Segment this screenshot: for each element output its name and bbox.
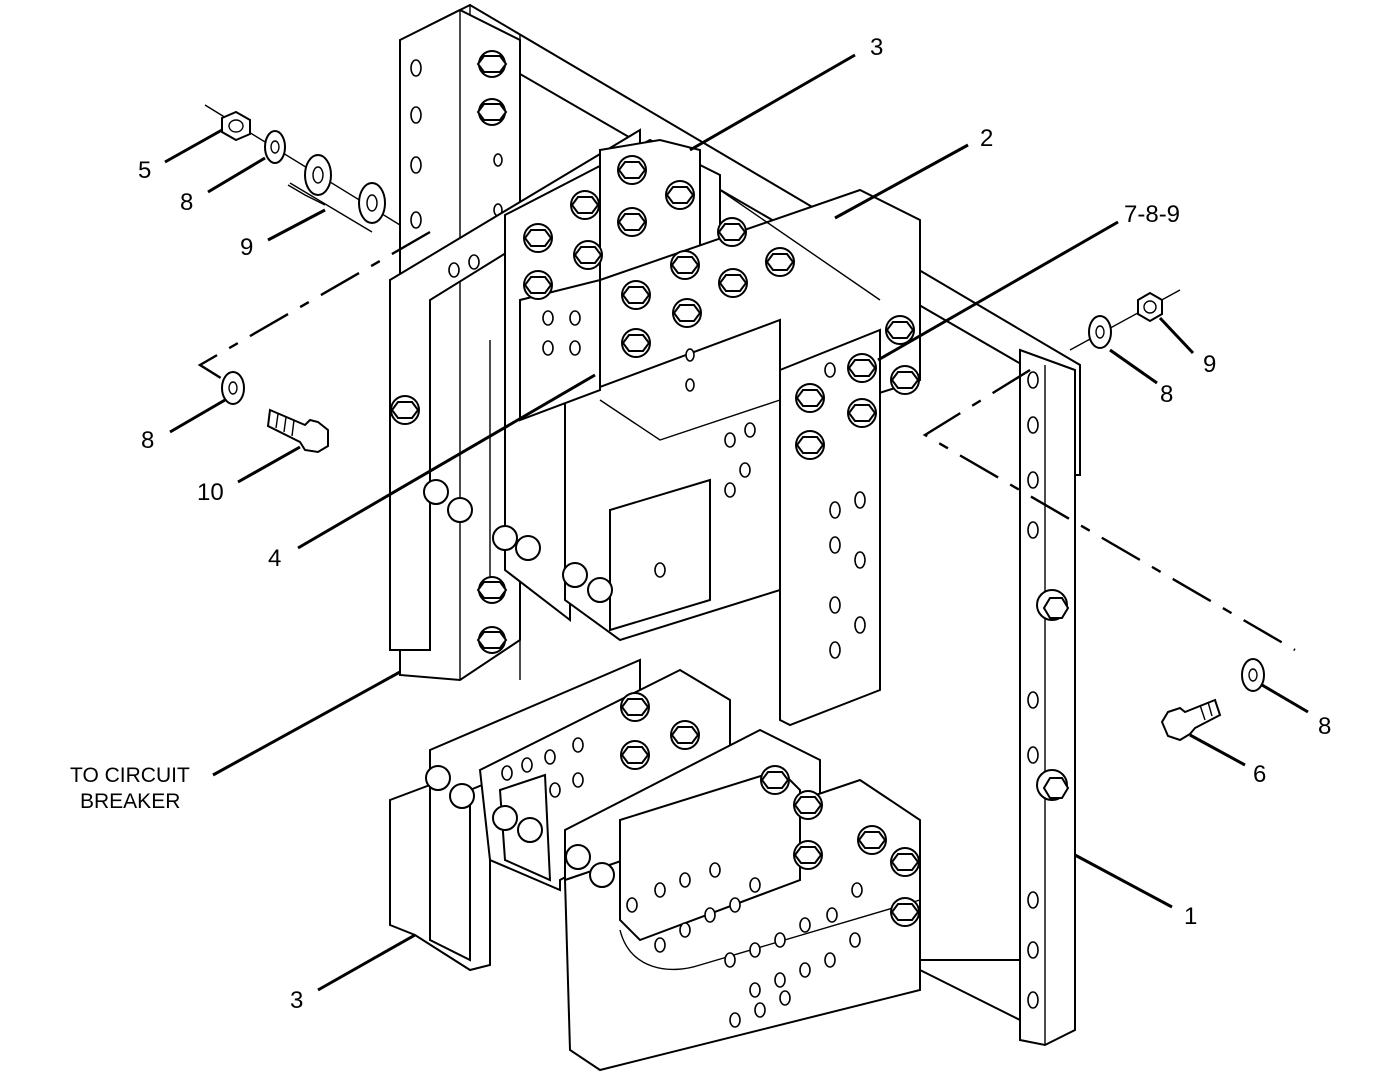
washer-9-b [358, 182, 386, 224]
hex-bolt [795, 383, 825, 413]
callout-7-8-9: 7-8-9 [1124, 201, 1180, 228]
hex-bolt [492, 525, 541, 561]
hex-bolt [562, 562, 613, 603]
callout-6: 6 [1253, 761, 1266, 788]
hex-bolt [765, 247, 795, 277]
callout-8-upper-left: 8 [180, 189, 193, 216]
lower-bracket-assembly [389, 658, 921, 1072]
hex-bolt [476, 50, 508, 78]
right-bar-bolt-lower [1036, 769, 1070, 801]
flat-washer-8-upper-right [1088, 315, 1112, 349]
hex-bolt [760, 765, 790, 795]
hex-bolt [847, 398, 877, 428]
hex-bolt-6 [1160, 698, 1222, 742]
flat-washer-8-mid-left [221, 371, 245, 405]
hex-bolt [793, 840, 823, 870]
hex-bolt [795, 430, 825, 460]
callout-8-upper-right: 8 [1160, 381, 1173, 408]
hex-bolt [476, 626, 508, 654]
callout-10: 10 [197, 479, 224, 506]
hex-bolt [390, 395, 420, 425]
right-vertical-bus-bar [1019, 348, 1076, 1047]
right-bar-bolt-upper [1036, 589, 1070, 621]
callout-9-right: 9 [1203, 351, 1216, 378]
upper-bolt-cluster [390, 50, 920, 654]
hex-bolt [621, 328, 651, 358]
hex-bolt [523, 223, 553, 253]
note-to-circuit-line1: TO CIRCUIT [70, 764, 190, 787]
hex-bolt [476, 576, 508, 604]
hex-nut-5 [221, 110, 251, 142]
callout-9-left: 9 [240, 234, 253, 261]
flat-washer-8-upper-left [264, 130, 286, 164]
hex-bolt [885, 315, 915, 345]
hex-bolt [573, 240, 603, 270]
hex-bolt [476, 98, 508, 126]
hex-bolt [620, 740, 650, 770]
hex-bolt [672, 298, 702, 328]
hex-bolt [423, 479, 473, 523]
callout-labels: 3 2 7-8-9 5 8 9 9 8 8 10 4 8 6 1 3 TO CI… [70, 34, 1331, 1014]
hex-bolt [620, 692, 650, 722]
hex-bolt [565, 844, 615, 888]
callout-3-top: 3 [870, 34, 883, 61]
hex-bolt [670, 250, 700, 280]
leader-lines [164, 53, 1309, 992]
hex-bolt [717, 217, 747, 247]
callout-8-lower-right: 8 [1318, 713, 1331, 740]
callout-3-bottom: 3 [290, 987, 303, 1014]
washer-9-a [304, 154, 332, 196]
callout-5: 5 [138, 157, 151, 184]
hex-bolt [617, 207, 647, 237]
callout-4: 4 [268, 545, 281, 572]
hex-bolt [621, 280, 651, 310]
hex-bolt [718, 268, 748, 298]
callout-2: 2 [980, 125, 993, 152]
hex-bolt [492, 805, 543, 843]
hex-bolt [670, 720, 700, 750]
hex-bolt [617, 155, 647, 185]
exploded-hardware-upper-left [204, 104, 401, 233]
exploded-hardware-mid-left [221, 371, 329, 454]
hex-bolt-10 [266, 408, 329, 454]
hex-bolt [425, 765, 475, 809]
hex-bolt [665, 180, 695, 210]
hex-bolt [890, 847, 920, 877]
hex-bolt [857, 825, 887, 855]
hex-nut-9-right [1137, 291, 1163, 323]
hex-bolt [847, 353, 877, 383]
lower-bolt-cluster [425, 692, 920, 927]
upper-bracket-assembly [389, 128, 921, 727]
callout-8-mid-left: 8 [141, 427, 154, 454]
exploded-hardware-right [1069, 289, 1265, 742]
callout-1: 1 [1184, 903, 1197, 930]
hex-bolt [523, 270, 553, 300]
hex-bolt [793, 790, 823, 820]
hex-bolt [890, 365, 920, 395]
flat-washer-8-lower-right [1241, 658, 1265, 692]
hex-bolt [570, 190, 600, 220]
hex-bolt [890, 897, 920, 927]
note-to-circuit-line2: BREAKER [80, 790, 180, 813]
assembly-centerlines [197, 230, 1296, 652]
